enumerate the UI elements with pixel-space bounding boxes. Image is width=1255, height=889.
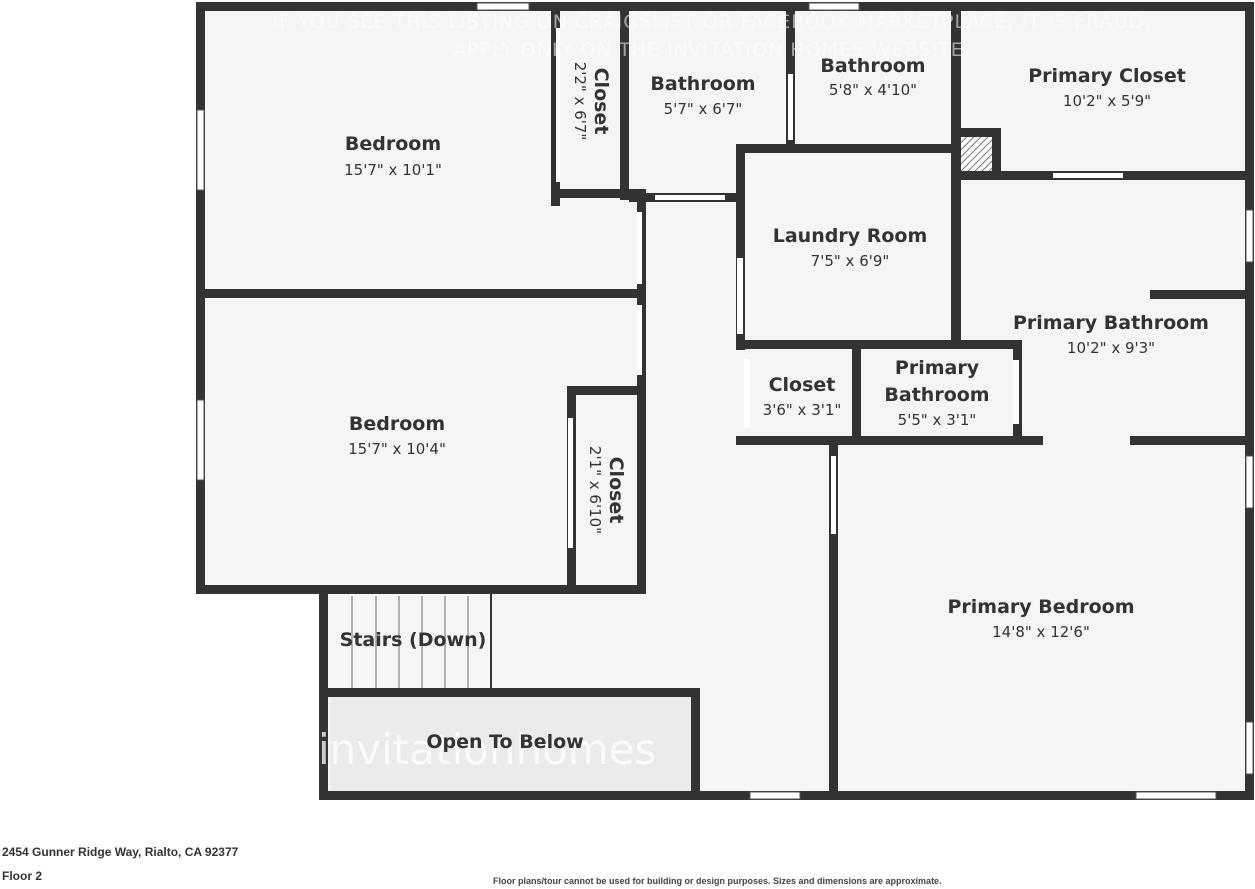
- room-closet-1: Closet 2'2" x 6'7": [571, 62, 612, 141]
- svg-text:Bathroom: Bathroom: [884, 384, 989, 406]
- svg-text:14'8" x 12'6": 14'8" x 12'6": [992, 623, 1090, 641]
- fraud-warning-line-1: IF YOU SEE THIS LISTING ON CRAIGSLIST OR…: [273, 11, 1152, 33]
- svg-text:Bedroom: Bedroom: [345, 133, 441, 155]
- svg-text:5'8" x 4'10": 5'8" x 4'10": [829, 81, 917, 99]
- fraud-warning-line-2: APPLY ONLY ON THE INVITATION HOMES WEBSI…: [453, 39, 971, 61]
- room-primary-bedroom: Primary Bedroom 14'8" x 12'6": [947, 596, 1134, 641]
- room-closet-2: Closet 2'1" x 6'10": [586, 446, 627, 534]
- room-bedroom-1: Bedroom 15'7" x 10'1": [344, 133, 442, 179]
- svg-text:Primary: Primary: [895, 357, 980, 379]
- openings: [556, 28, 1123, 548]
- svg-text:5'7" x 6'7": 5'7" x 6'7": [664, 100, 743, 118]
- room-primary-bathroom-small: Primary Bathroom 5'5" x 3'1": [884, 357, 989, 429]
- room-bathroom-1: Bathroom 5'7" x 6'7": [650, 73, 755, 118]
- room-primary-bathroom-large: Primary Bathroom 10'2" x 9'3": [1013, 312, 1209, 357]
- room-primary-closet: Primary Closet 10'2" x 5'9": [1028, 65, 1186, 110]
- svg-text:Closet: Closet: [605, 457, 627, 524]
- invitation-homes-logo: invitationhomes: [318, 725, 656, 774]
- room-closet-3: Closet 3'6" x 3'1": [763, 374, 842, 419]
- svg-text:Closet: Closet: [590, 68, 612, 135]
- room-bedroom-2: Bedroom 15'7" x 10'4": [348, 413, 446, 458]
- floor-label: Floor 2: [2, 869, 43, 883]
- svg-text:Primary Bathroom: Primary Bathroom: [1013, 312, 1209, 334]
- svg-text:Bedroom: Bedroom: [349, 413, 445, 435]
- svg-text:10'2" x 9'3": 10'2" x 9'3": [1067, 339, 1155, 357]
- windows: [196, 2, 1254, 800]
- property-address: 2454 Gunner Ridge Way, Rialto, CA 92377: [2, 845, 239, 859]
- room-bathroom-2: Bathroom 5'8" x 4'10": [820, 55, 925, 99]
- svg-text:5'5" x 3'1": 5'5" x 3'1": [898, 411, 977, 429]
- svg-text:Bathroom: Bathroom: [650, 73, 755, 95]
- svg-text:10'2" x 5'9": 10'2" x 5'9": [1063, 92, 1151, 110]
- room-laundry: Laundry Room 7'5" x 6'9": [773, 225, 928, 270]
- stairs-treads: [351, 594, 492, 688]
- disclaimer: Floor plans/tour cannot be used for buil…: [493, 876, 942, 886]
- svg-text:Primary Closet: Primary Closet: [1028, 65, 1186, 87]
- svg-text:Bathroom: Bathroom: [820, 55, 925, 77]
- svg-text:Primary Bedroom: Primary Bedroom: [947, 596, 1134, 618]
- svg-text:Closet: Closet: [769, 374, 836, 396]
- room-stairs: Stairs (Down): [340, 629, 487, 651]
- svg-text:15'7" x 10'4": 15'7" x 10'4": [348, 440, 446, 458]
- room-open-to-below: Open To Below: [426, 731, 583, 753]
- svg-text:3'6" x 3'1": 3'6" x 3'1": [763, 401, 842, 419]
- svg-text:2'2" x 6'7": 2'2" x 6'7": [571, 62, 589, 141]
- hatch-shaft: [961, 137, 992, 171]
- svg-text:15'7" x 10'1": 15'7" x 10'1": [344, 161, 442, 179]
- svg-text:Laundry Room: Laundry Room: [773, 225, 928, 247]
- svg-text:7'5" x 6'9": 7'5" x 6'9": [811, 252, 890, 270]
- floor-fills: [200, 5, 1250, 797]
- svg-text:2'1" x 6'10": 2'1" x 6'10": [586, 446, 604, 534]
